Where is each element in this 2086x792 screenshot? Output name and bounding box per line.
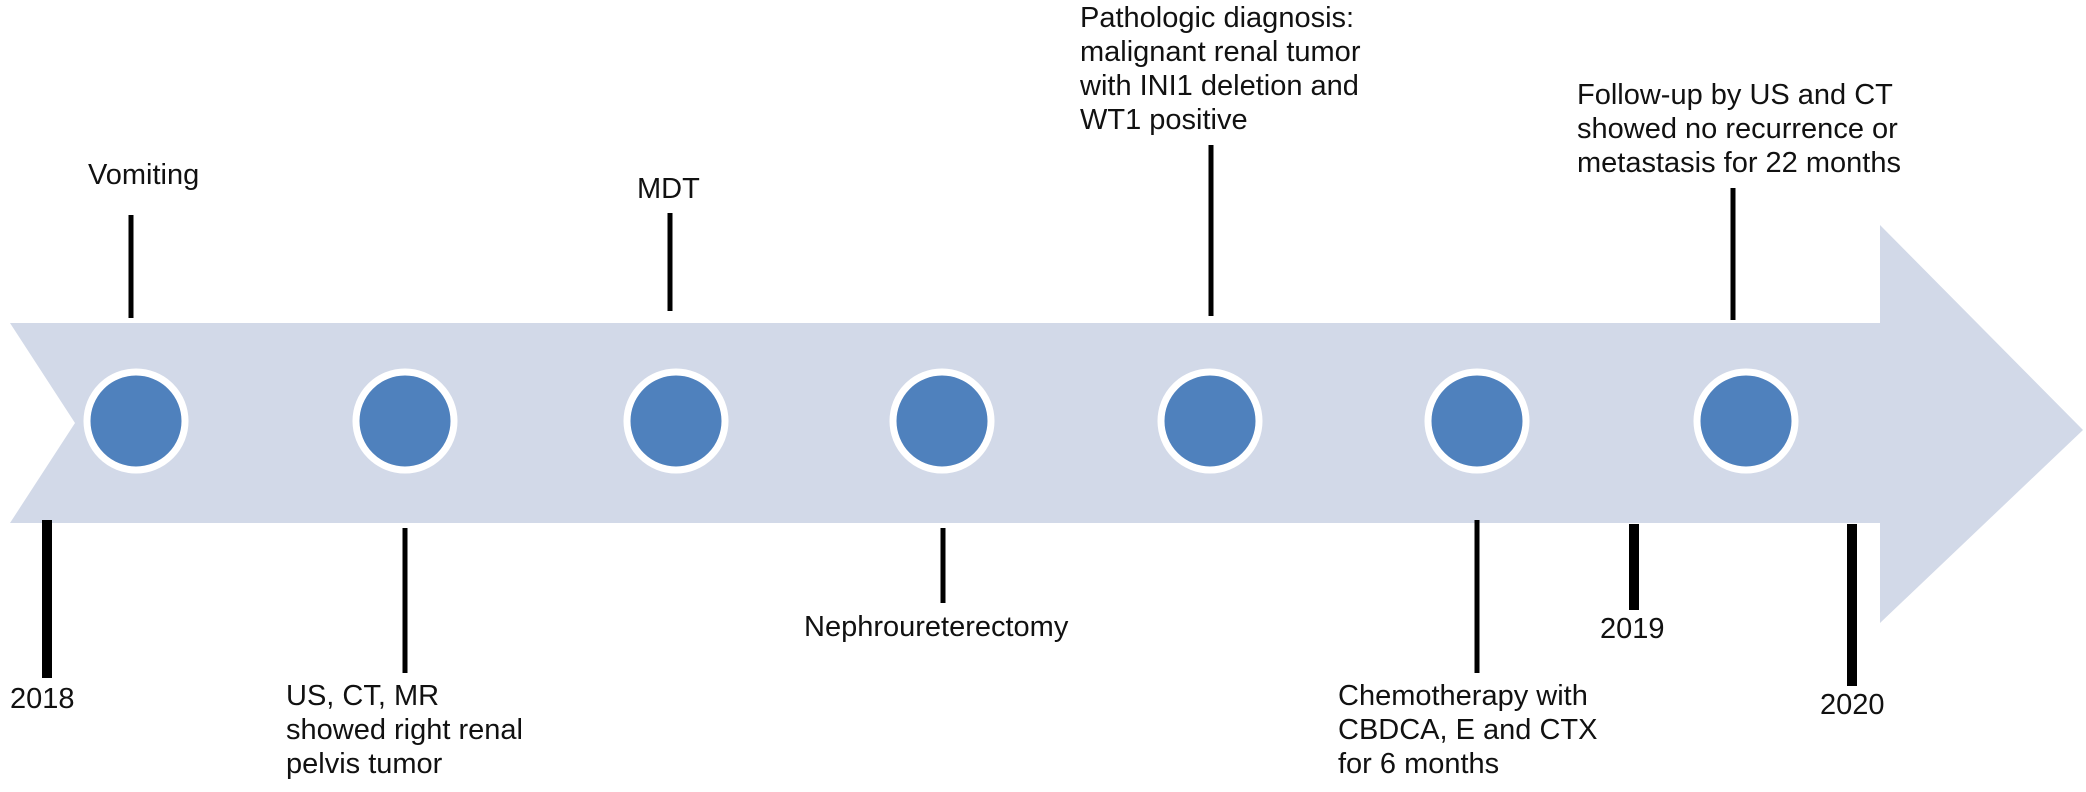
label-surgery: Nephroureterectomy: [804, 611, 1069, 643]
label-vomiting: Vomiting: [88, 159, 200, 191]
node-chemotherapy: [1424, 368, 1530, 474]
event-connectors: [128, 145, 1736, 673]
node-imaging: [352, 368, 458, 474]
label-mdt: MDT: [637, 173, 700, 205]
label-imaging: US, CT, MR showed right renal pelvis tum…: [286, 680, 523, 780]
node-mdt: [623, 368, 729, 474]
node-surgery: [889, 368, 995, 474]
event-nodes: [83, 368, 1799, 474]
year-markers: [42, 520, 1857, 686]
node-vomiting: [83, 368, 189, 474]
label-pathology: Pathologic diagnosis: malignant renal tu…: [1080, 2, 1361, 136]
year-label-2018: 2018: [10, 683, 75, 715]
label-chemotherapy: Chemotherapy with CBDCA, E and CTX for 6…: [1338, 680, 1598, 780]
label-follow-up: Follow-up by US and CT showed no recurre…: [1577, 79, 1901, 179]
node-follow-up: [1693, 368, 1799, 474]
year-label-2020: 2020: [1820, 689, 1885, 721]
node-pathology: [1157, 368, 1263, 474]
timeline-arrow: [10, 225, 2083, 623]
year-label-2019: 2019: [1600, 613, 1665, 645]
